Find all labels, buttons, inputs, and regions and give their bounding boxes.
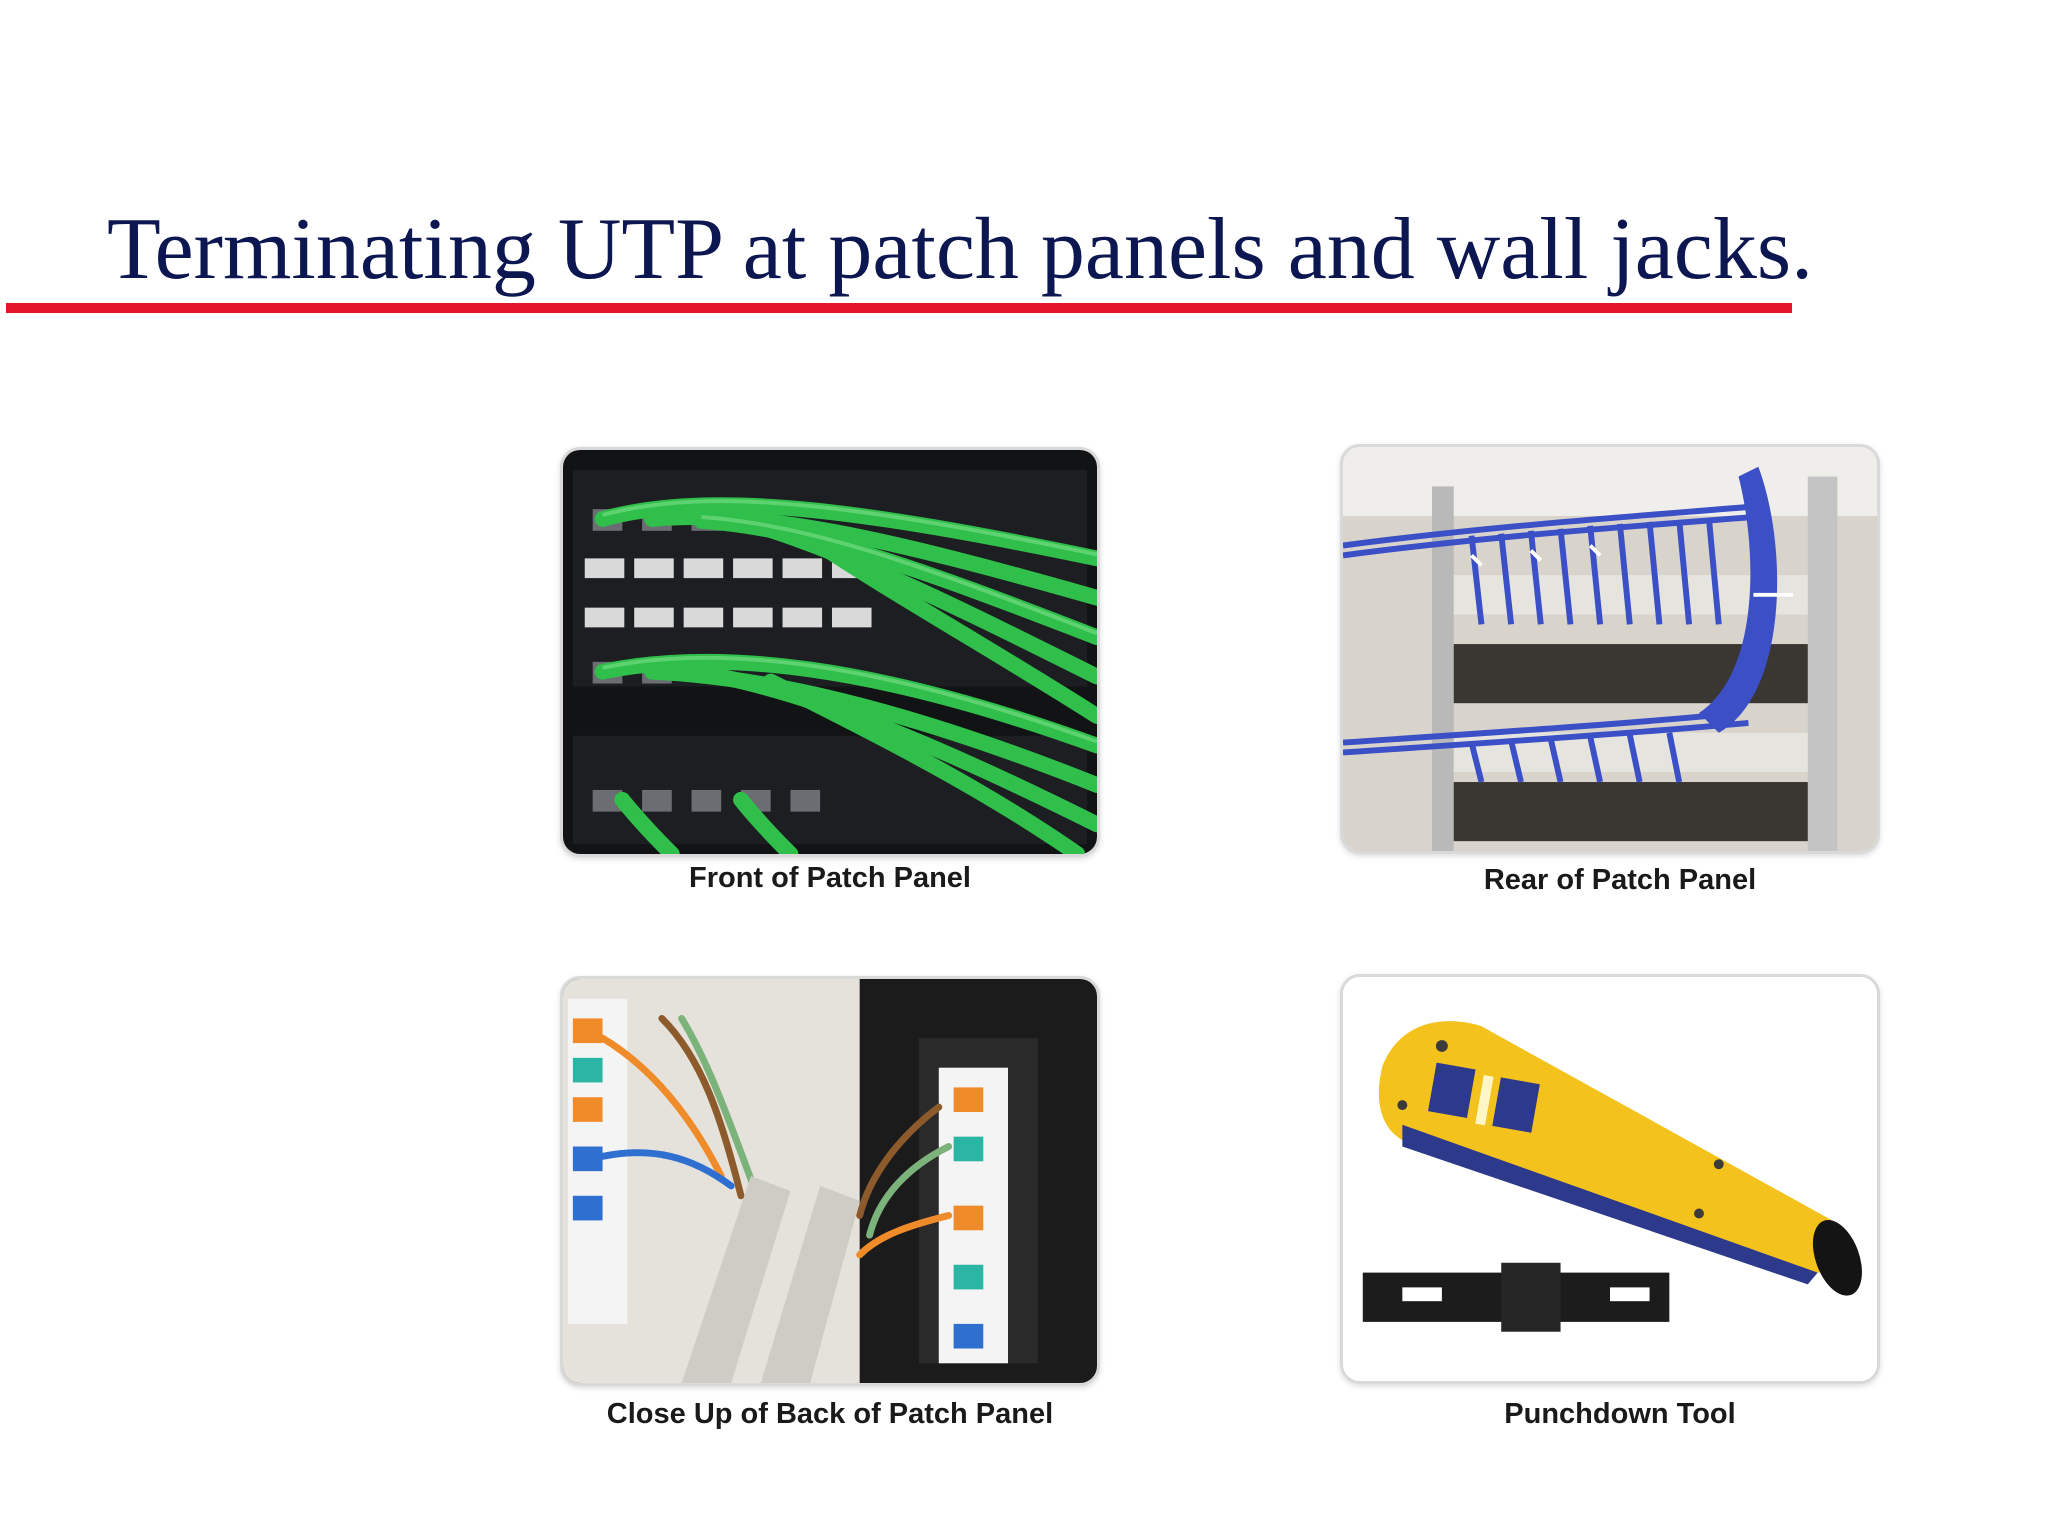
closeup-patch-panel-image [560, 976, 1100, 1386]
punchdown-tool-image [1340, 974, 1880, 1384]
front-patch-panel-caption: Front of Patch Panel [689, 862, 971, 894]
title-underline [6, 303, 1792, 313]
patch-panel-rear-photo-icon [1343, 447, 1877, 851]
front-patch-panel-image [560, 447, 1100, 857]
slide-title: Terminating UTP at patch panels and wall… [107, 201, 1814, 298]
rear-patch-panel-image [1340, 444, 1880, 854]
closeup-patch-panel-caption: Close Up of Back of Patch Panel [606, 1398, 1054, 1430]
punchdown-tool-caption: Punchdown Tool [1504, 1398, 1736, 1430]
rear-patch-panel-caption: Rear of Patch Panel [1483, 864, 1757, 896]
patch-panel-front-photo-icon [563, 450, 1097, 854]
punchdown-tool-photo-icon [1343, 977, 1877, 1381]
patch-panel-closeup-photo-icon [563, 979, 1097, 1383]
